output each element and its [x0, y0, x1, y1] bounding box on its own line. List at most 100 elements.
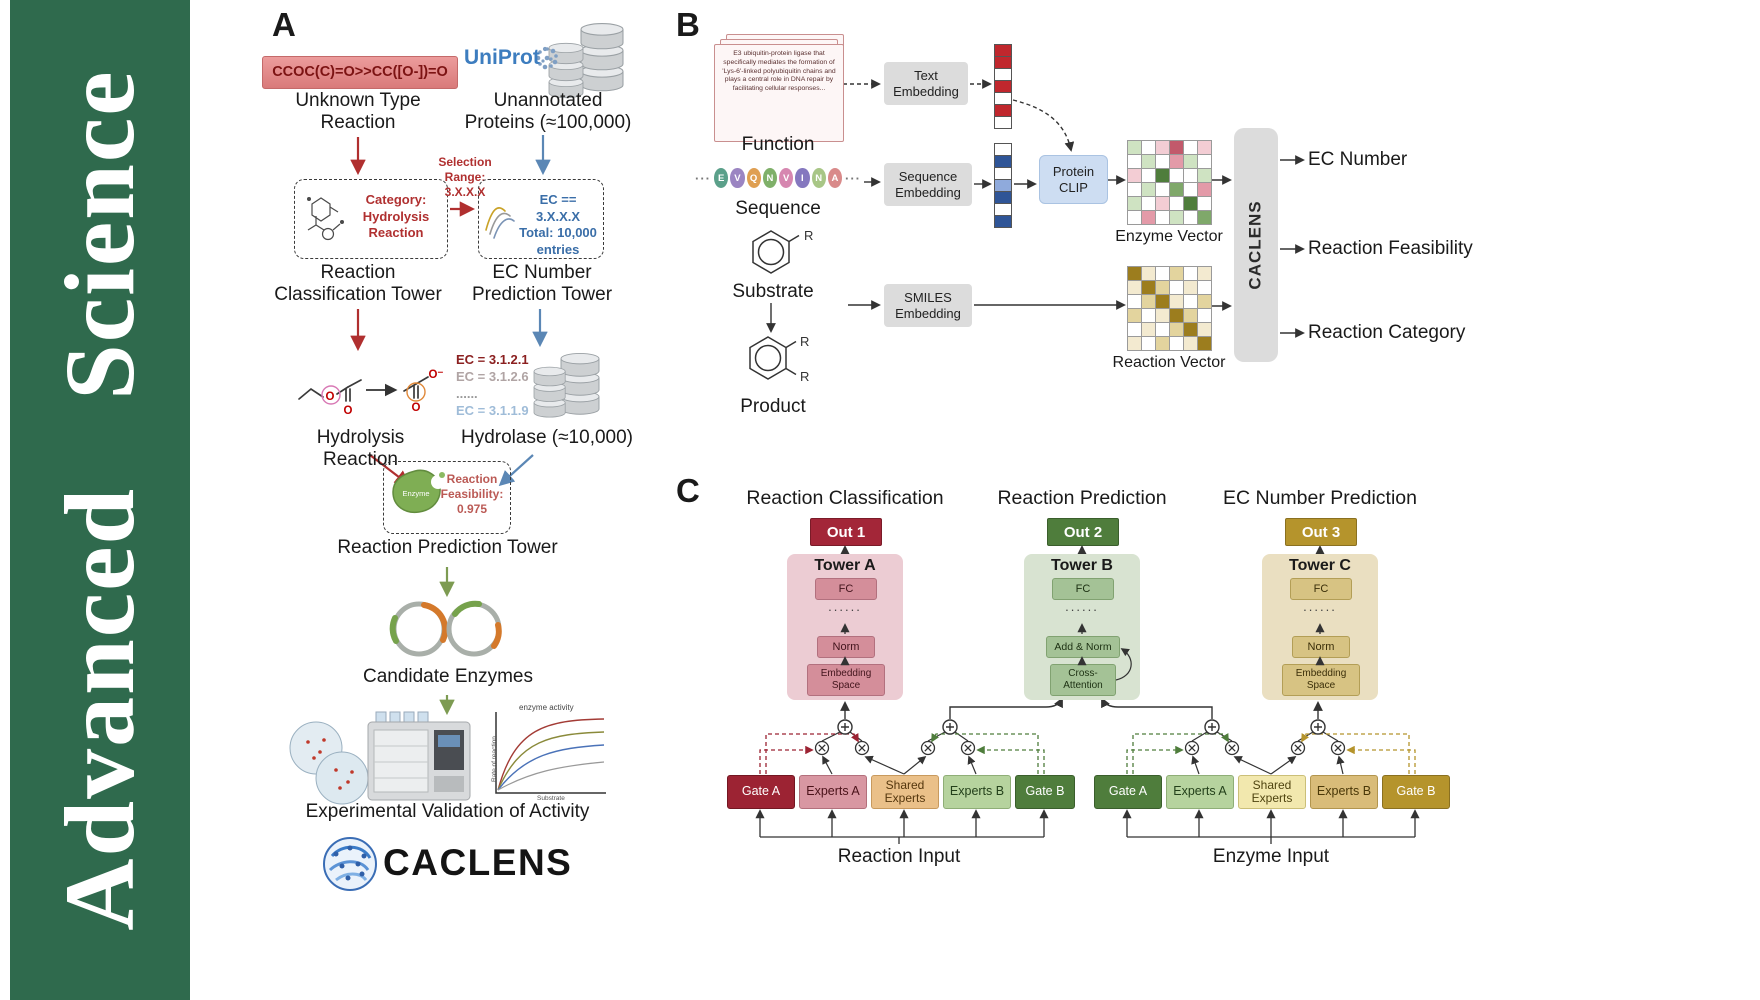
shared-experts-right-box: Shared Experts: [1238, 775, 1306, 809]
uniprot-logo: UniProt: [464, 46, 540, 70]
panel-a-label: A: [272, 6, 296, 43]
benzene-product-icon: [749, 336, 797, 380]
matrix-cell: [1128, 337, 1141, 350]
tower-a-embedding: Embedding Space: [807, 664, 885, 696]
caclens-logo-icon: [323, 837, 377, 891]
ec-item: ......: [456, 386, 478, 401]
journal-title: Advanced Science: [44, 69, 155, 931]
matrix-cell: [1184, 169, 1197, 182]
matrix-cell: [1156, 141, 1169, 154]
matrix-cell: [1170, 267, 1183, 280]
gate-a-right-box: Gate A: [1094, 775, 1162, 809]
oxygen-atom-label: O: [344, 405, 353, 417]
product-nodes: [814, 740, 1346, 756]
amino-acid-circle: E: [714, 168, 729, 188]
matrix-cell: [1184, 267, 1197, 280]
tower-b-dots: ......: [1065, 599, 1099, 614]
amino-acid-circle: Q: [746, 168, 761, 188]
oxygen-atom-label: O: [326, 391, 335, 403]
matrix-cell: [1142, 197, 1155, 210]
matrix-cell: [1128, 141, 1141, 154]
experts-a-left-box: Experts A: [799, 775, 867, 809]
oxygen-atom-label: O: [412, 402, 421, 414]
caclens-module-label: CACLENS: [1246, 200, 1266, 290]
tower-b-cross-attention: Cross- Attention: [1050, 664, 1116, 696]
matrix-cell: [1156, 155, 1169, 168]
shared-experts-left-box: Shared Experts: [871, 775, 939, 809]
tower-a-dots: ......: [828, 599, 862, 614]
experts-b-right-box: Experts B: [1310, 775, 1378, 809]
ec-item: EC = 3.1.2.1: [456, 352, 529, 367]
matrix-cell: [1184, 295, 1197, 308]
matrix-cell: [1170, 183, 1183, 196]
matrix-cell: [1156, 183, 1169, 196]
matrix-cell: [1156, 309, 1169, 322]
matrix-cell: [1184, 281, 1197, 294]
activity-graph-icon: [495, 712, 606, 794]
tower-b-title: Tower B: [1051, 557, 1113, 574]
graph-y-label: Rate of reaction: [491, 736, 498, 782]
matrix-cell: [1156, 267, 1169, 280]
matrix-cell: [1198, 309, 1211, 322]
matrix-cell: [1128, 183, 1141, 196]
output-ec-number: EC Number: [1308, 149, 1408, 170]
product-label: Product: [740, 396, 806, 417]
r-group-label: R: [800, 369, 809, 384]
ec-range-text: EC == 3.X.X.X Total: 10,000 entries: [519, 192, 597, 257]
gate-b-left-box: Gate B: [1015, 775, 1075, 809]
gate-b-right-box: Gate B: [1382, 775, 1450, 809]
matrix-cell: [1198, 211, 1211, 224]
tower-a-title: Tower A: [814, 557, 876, 574]
matrix-cell: [1198, 267, 1211, 280]
matrix-cell: [1170, 155, 1183, 168]
matrix-cell: [1184, 155, 1197, 168]
reaction-input-label: Reaction Input: [837, 846, 961, 867]
amino-acid-circle: V: [730, 168, 745, 188]
matrix-cell: [1142, 141, 1155, 154]
enzyme-vector-matrix: [1127, 140, 1212, 225]
matrix-cell: [1184, 141, 1197, 154]
journal-banner: Advanced Science: [10, 0, 190, 1000]
lab-equipment-icon: [289, 711, 471, 805]
matrix-cell: [1128, 267, 1141, 280]
validation-label: Experimental Validation of Activity: [305, 801, 590, 822]
function-label: Function: [741, 134, 815, 155]
protein-clip-box: Protein CLIP: [1039, 155, 1108, 204]
matrix-cell: [1184, 211, 1197, 224]
matrix-cell: [1128, 281, 1141, 294]
matrix-cell: [1128, 197, 1141, 210]
classification-tower-label: Reaction Classification Tower: [274, 262, 442, 305]
sum-nodes: [837, 719, 1326, 735]
candidate-enzymes-label: Candidate Enzymes: [362, 666, 534, 687]
sequence-embedding-box: Sequence Embedding: [884, 163, 972, 206]
category-text: Category: Hydrolysis Reaction: [362, 192, 430, 240]
matrix-cell: [1170, 309, 1183, 322]
reaction-vector-matrix: [1127, 266, 1212, 351]
out1-box: Out 1: [810, 518, 882, 546]
matrix-cell: [1170, 141, 1183, 154]
amino-acid-circle: I: [795, 168, 810, 188]
matrix-cell: [1142, 309, 1155, 322]
experts-b-left-box: Experts B: [943, 775, 1011, 809]
text-embedding-box: Text Embedding: [884, 62, 968, 105]
matrix-cell: [1170, 169, 1183, 182]
matrix-cell: [1142, 267, 1155, 280]
vector-cell: [994, 116, 1012, 129]
matrix-cell: [1198, 183, 1211, 196]
matrix-cell: [1156, 337, 1169, 350]
matrix-cell: [1198, 295, 1211, 308]
ec-number-list: EC = 3.1.2.1 EC = 3.1.2.6 ...... EC = 3.…: [456, 351, 529, 419]
matrix-cell: [1142, 281, 1155, 294]
r-group-label: R: [800, 334, 809, 349]
column-title-ec-number-prediction: EC Number Prediction: [1223, 487, 1417, 509]
tower-c-embedding: Embedding Space: [1282, 664, 1360, 696]
matrix-cell: [1170, 337, 1183, 350]
matrix-cell: [1184, 309, 1197, 322]
ec-item: EC = 3.1.2.6: [456, 369, 529, 384]
function-cards: E3 ubiquitin-protein ligase that specifi…: [714, 34, 844, 142]
tower-c: Tower C FC ...... Norm Embedding Space: [1262, 554, 1378, 700]
amino-acid-circle: A: [827, 168, 842, 188]
vector-cell: [994, 215, 1012, 228]
matrix-cell: [1170, 295, 1183, 308]
text-embedding-vector: [994, 44, 1012, 129]
